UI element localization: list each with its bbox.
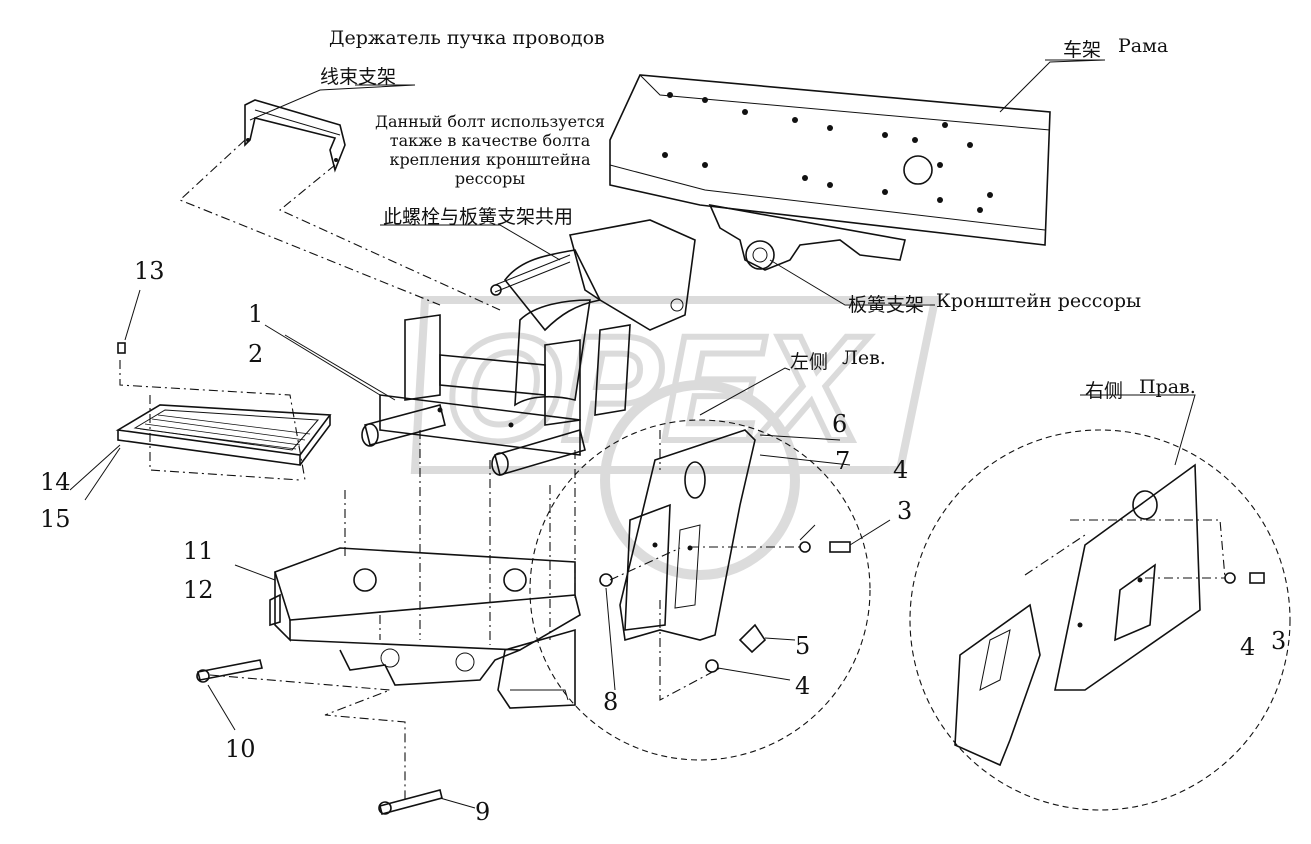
spring-bracket: [708, 203, 906, 271]
callout-13: 13: [134, 257, 165, 285]
callout-12: 12: [183, 576, 214, 604]
callout-9: 9: [475, 798, 491, 826]
step-tread: [115, 404, 332, 466]
callout-14: 14: [40, 468, 71, 496]
callout-4-right: 4: [1240, 633, 1256, 661]
frame-label-cn: 车架: [1063, 39, 1102, 61]
fasteners: [117, 284, 1265, 815]
step-bracket: [494, 219, 696, 407]
assembly-lines: [119, 139, 1226, 800]
bolt-note-cn: 此螺栓与板簧支架共用: [383, 206, 574, 228]
callout-7: 7: [835, 447, 851, 475]
left-detail-circle: [529, 419, 871, 761]
spring-bracket-label-cn: 板簧支架: [848, 294, 925, 316]
callout-8: 8: [603, 688, 619, 716]
storage-box: [269, 547, 581, 709]
callout-3-right: 3: [1271, 627, 1287, 655]
callout-4-upper: 4: [893, 456, 909, 484]
callout-2: 2: [248, 340, 264, 368]
callout-5: 5: [795, 632, 811, 660]
callout-15: 15: [40, 505, 71, 533]
frame-rail: [609, 74, 1051, 246]
opex-watermark: OPEX: [410, 296, 940, 580]
callout-6: 6: [832, 410, 848, 438]
callout-11: 11: [183, 537, 214, 565]
right-side-label-cn: 右侧: [1085, 380, 1124, 402]
step-support: [361, 314, 631, 477]
left-side-label-ru: Лев.: [842, 347, 886, 369]
right-cover: [954, 463, 1201, 767]
wire-holder-label-ru: Держатель пучка проводов: [329, 27, 605, 49]
frame-label-ru: Рама: [1118, 35, 1169, 57]
bolt-note-ru: Данный болт используется также в качеств…: [374, 112, 606, 188]
spring-bracket-label-ru: Кронштейн рессоры: [936, 290, 1142, 312]
right-detail-circle: [909, 429, 1291, 811]
left-side-label-cn: 左侧: [790, 351, 829, 373]
left-cover: [619, 429, 756, 642]
right-side-label-ru: Прав.: [1139, 376, 1196, 398]
callout-3-left: 3: [897, 497, 913, 525]
callout-1: 1: [248, 300, 264, 328]
leader-lines: [69, 59, 1196, 809]
callout-4-lower: 4: [795, 672, 811, 700]
wire-holder: [244, 99, 346, 173]
callout-10: 10: [225, 735, 256, 763]
wire-holder-label-cn: 线束支架: [320, 66, 397, 88]
